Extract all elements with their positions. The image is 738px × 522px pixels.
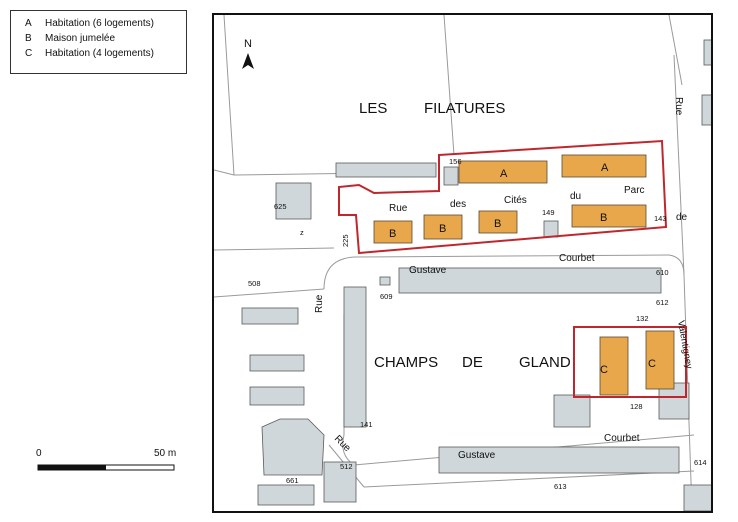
street-de-small: de [676, 212, 688, 223]
scale-start-label: 0 [36, 448, 42, 459]
map-labels: N LES FILATURES CHAMPS DE GLAND Rue des … [242, 38, 707, 491]
street-gustave-2: Gustave [458, 450, 496, 461]
map-frame[interactable]: N LES FILATURES CHAMPS DE GLAND Rue des … [212, 13, 713, 513]
parcel-128: 128 [630, 402, 643, 411]
parcel-613: 613 [554, 482, 567, 491]
place-filatures: FILATURES [424, 100, 505, 117]
scale-end-label: 50 m [154, 448, 177, 459]
scale-bar: 0 50 m [28, 448, 188, 476]
street-rue-2: Rue [673, 97, 684, 116]
street-du: du [570, 191, 581, 202]
building-label-c1: C [600, 364, 608, 376]
street-courbet-1: Courbet [559, 253, 595, 264]
north-label: N [244, 38, 252, 50]
parcel-149: 149 [542, 208, 555, 217]
parcel-609: 609 [380, 292, 393, 301]
parcel-132: 132 [636, 314, 649, 323]
parcel-141: 141 [360, 420, 373, 429]
street-cites: Cités [504, 195, 527, 206]
street-des: des [450, 199, 466, 210]
building-label-b3: B [494, 218, 501, 230]
scale-bar-graphic [37, 464, 175, 471]
parcel-610: 610 [656, 268, 669, 277]
parcel-512: 512 [340, 462, 353, 471]
project-outline [338, 139, 687, 398]
parcel-614: 614 [694, 458, 707, 467]
street-rue-1: Rue [389, 203, 408, 214]
parcel-225: 225 [341, 234, 350, 247]
parcel-625: 625 [274, 202, 287, 211]
building-label-b4: B [600, 212, 607, 224]
north-arrow-icon [242, 53, 254, 69]
building-label-b1: B [389, 228, 396, 240]
parcel-508: 508 [248, 279, 261, 288]
street-valentigney: Valentigney [675, 320, 694, 370]
building-label-a2: A [601, 162, 609, 174]
map-canvas[interactable]: N LES FILATURES CHAMPS DE GLAND Rue des … [214, 15, 711, 511]
parcel-612: 612 [656, 298, 669, 307]
parcel-z: z [300, 228, 304, 237]
place-de: DE [462, 354, 483, 371]
building-label-b2: B [439, 223, 446, 235]
street-gustave-1: Gustave [409, 265, 447, 276]
street-parc: Parc [624, 185, 645, 196]
parcel-143: 143 [654, 214, 667, 223]
place-gland: GLAND [519, 354, 571, 371]
street-rue-3: Rue [314, 294, 325, 313]
place-les: LES [359, 100, 387, 117]
street-rue-4: Rue [332, 433, 353, 454]
parcel-661: 661 [286, 476, 299, 485]
place-champs: CHAMPS [374, 354, 438, 371]
parcel-156: 156 [449, 157, 462, 166]
new-buildings [373, 154, 675, 396]
street-courbet-2: Courbet [604, 433, 640, 444]
building-label-c2: C [648, 358, 656, 370]
building-label-a1: A [500, 168, 508, 180]
